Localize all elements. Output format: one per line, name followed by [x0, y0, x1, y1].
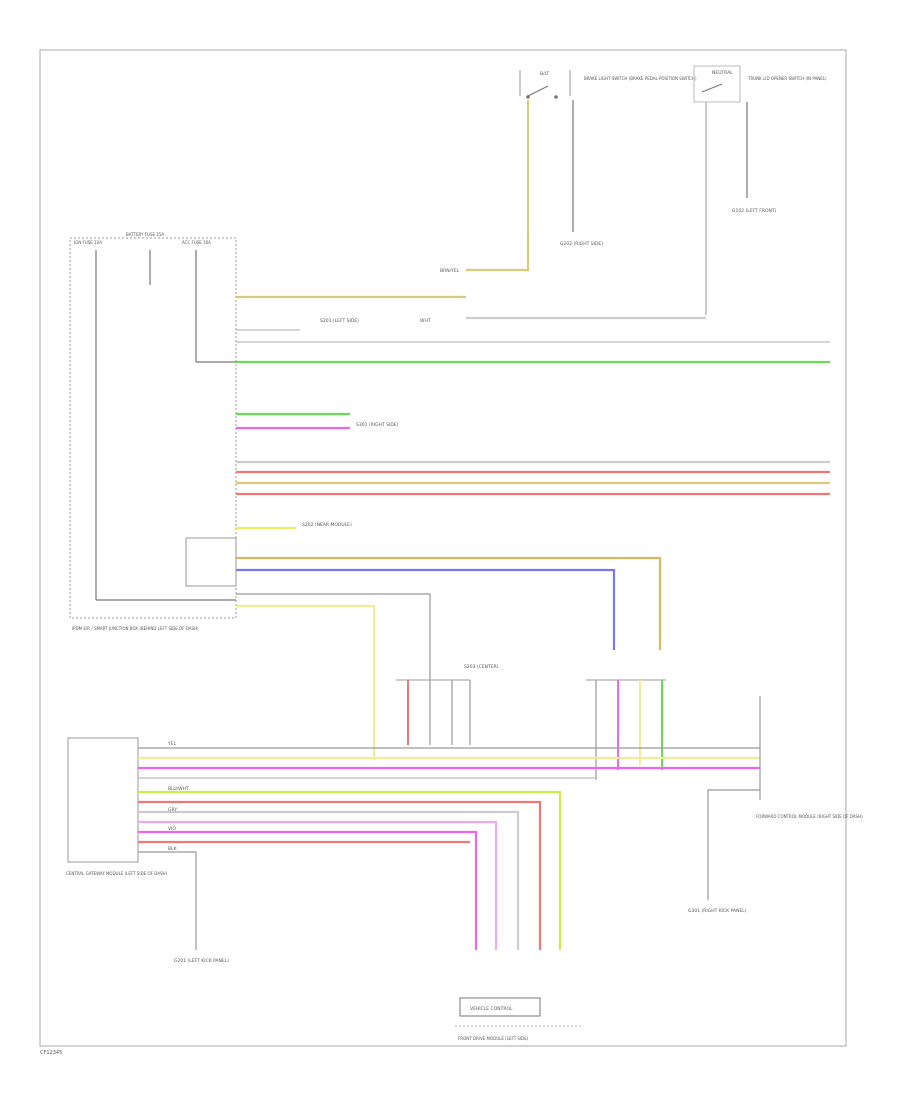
wire-vio-label: VIO: [168, 826, 176, 832]
brake-switch-small-label: B/LT: [540, 71, 549, 77]
smart-junction-box: IGN FUSE 10A BATTERY FUSE 15A ACC FUSE 1…: [69, 232, 237, 631]
wire-yel-lower-label: YEL: [167, 741, 177, 747]
wire-wht-label: WHT: [420, 318, 431, 324]
brake-switch-label: BRAKE LIGHT SWITCH (BRAKE PEDAL POSITION…: [584, 76, 697, 81]
connector-block: [185, 537, 237, 587]
front-drive-module: VEHICLE CONTROL FRONT DRIVE MODULE (LEFT…: [455, 997, 582, 1041]
fuse-label-2: BATTERY FUSE 15A: [126, 232, 164, 237]
fuse-label-1: IGN FUSE 10A: [74, 240, 102, 245]
wire-yel-drop: [236, 604, 376, 760]
fuse-label-3: ACC FUSE 10A: [182, 240, 211, 245]
front-drive-caption: FRONT DRIVE MODULE (LEFT SIDE): [458, 1036, 529, 1041]
splice-s3-label: S202 (NEAR MODULE): [302, 522, 352, 528]
trunk-switch-ground: G102 (LEFT FRONT): [732, 208, 777, 214]
wire-tan-drop: [236, 556, 662, 650]
footer-code: CF12345: [40, 1050, 62, 1056]
central-gateway-module: CENTRAL GATEWAY MODULE (LEFT SIDE OF DAS…: [66, 737, 167, 876]
diagram-border: [39, 49, 847, 1047]
harness-wires: BRN/YEL WHT S201 (LEFT SIDE) S301 (RIGHT…: [236, 230, 830, 760]
lower-harness: YEL BLU/WHT GRY VIO BLK G201 (LEFT KICK …: [138, 741, 760, 964]
brake-switch-ground: G202 (RIGHT SIDE): [560, 241, 603, 247]
wire-blu-wht-label: BLU/WHT: [168, 786, 189, 792]
forward-control-caption: FORWARD CONTROL MODULE (RIGHT SIDE OF DA…: [756, 814, 863, 819]
splice-s4-label: S203 (CENTER): [464, 664, 499, 670]
mid-splice-section: S203 (CENTER): [396, 664, 666, 780]
brake-light-switch: B/LT BRAKE LIGHT SWITCH (BRAKE PEDAL POS…: [519, 70, 697, 247]
ground-g2-label: G301 (RIGHT KICK PANEL): [688, 908, 747, 914]
trunk-lid-switch: NEUTRAL TRUNK LID OPENER SWITCH (IN PANE…: [693, 65, 827, 315]
splice-s1-label: S201 (LEFT SIDE): [320, 318, 359, 324]
wire-brn-yel-label: BRN/YEL: [440, 268, 460, 274]
forward-control-module: FORWARD CONTROL MODULE (RIGHT SIDE OF DA…: [688, 696, 863, 914]
trunk-switch-small-label: NEUTRAL: [712, 70, 733, 76]
front-drive-box-label: VEHICLE CONTROL: [470, 1006, 513, 1012]
wire-gry-label: GRY: [168, 807, 177, 813]
wire-blu-drop: [236, 568, 616, 650]
trunk-switch-label: TRUNK LID OPENER SWITCH (IN PANEL): [747, 76, 827, 81]
ground-g1-label: G201 (LEFT KICK PANEL): [174, 958, 229, 964]
wire-blk-label: BLK: [168, 846, 178, 852]
smart-junction-caption: IPDM E/R / SMART JUNCTION BOX (BEHIND LE…: [72, 626, 199, 631]
wire-gry-drop: [236, 593, 431, 680]
central-gateway-caption: CENTRAL GATEWAY MODULE (LEFT SIDE OF DAS…: [66, 871, 167, 876]
splice-s2-label: S301 (RIGHT SIDE): [356, 422, 399, 428]
